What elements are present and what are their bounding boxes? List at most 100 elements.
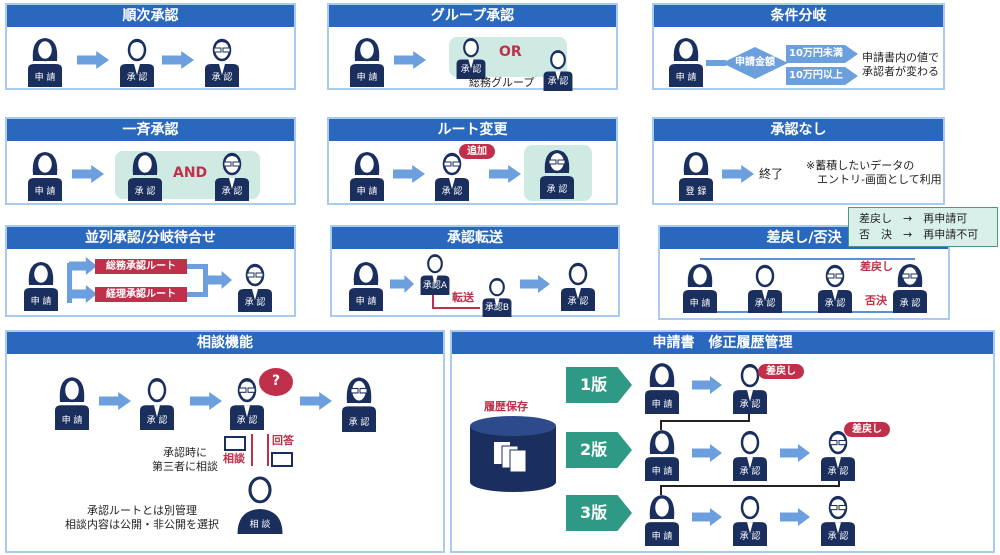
panel-history: 申請書 修正履歴管理 履歴保存 1版 2版 3版 申 請 承 認 差戻し 申 請…	[450, 330, 995, 553]
approver-figure: 承 認	[454, 35, 488, 79]
arrow-icon	[190, 392, 222, 410]
arrow-icon	[390, 275, 414, 293]
mail-icon	[271, 452, 293, 467]
approver-figure: 承 認	[730, 360, 770, 414]
send-back-label: 差戻し	[860, 260, 893, 273]
applicant-figure: 申 請	[642, 492, 682, 546]
route-box-general-affairs: 総務承認ルート	[95, 259, 187, 274]
approver-a-figure: 承認A	[418, 251, 452, 295]
applicant-figure: 申 請	[666, 35, 706, 87]
reject-legend-note: 差戻し → 再申請可 否 決 → 再申請不可	[848, 207, 998, 247]
approver-figure: 承 認	[558, 259, 598, 311]
merge-line	[187, 264, 207, 269]
applicant-figure: 申 請	[680, 261, 720, 313]
or-label: OR	[499, 44, 522, 60]
send-back-line	[700, 258, 915, 260]
arrow-icon	[72, 165, 104, 183]
arrow-icon	[692, 444, 722, 462]
return-line	[660, 420, 750, 422]
branch-under: 10万円未満	[786, 45, 858, 63]
applicant-figure: 申 請	[25, 149, 65, 201]
panel-title: グループ承認	[329, 5, 616, 27]
approver-figure: 承 認	[730, 492, 770, 546]
panel-consult: 相談機能 申 請 承 認 承 認 ? 承 認 相談 回答 承認時に 第三者に相談…	[5, 330, 445, 553]
applicant-figure: 申 請	[25, 35, 65, 87]
approver-figure: 承 認	[541, 47, 575, 91]
conditional-note: 申請書内の値で 承認者が変わる	[862, 51, 939, 78]
version-1-label: 1版	[566, 367, 632, 403]
approver-figure: 承 認	[818, 427, 858, 481]
panel-route-change: ルート変更 申 請 承 認 追加 承 認	[327, 117, 618, 205]
arrow-icon	[520, 275, 550, 293]
forward-line	[432, 307, 480, 309]
arrow-icon	[489, 165, 521, 183]
no-approval-note: ※蓄積したいデータの エントリ-画面として利用	[806, 159, 942, 186]
note-reject: 否 決 → 再申請不可	[859, 228, 979, 241]
approver-figure: 承 認	[537, 147, 577, 199]
arrow-icon	[394, 51, 426, 69]
arrow-icon	[722, 165, 754, 183]
panel-title: 承認なし	[654, 119, 943, 141]
database-icon	[470, 416, 556, 492]
panel-simultaneous: 一斉承認 申 請 承 認 AND 承 認	[5, 117, 296, 205]
panel-title: 申請書 修正履歴管理	[452, 332, 993, 354]
branch-over: 10万円以上	[786, 67, 858, 85]
forward-line	[432, 295, 434, 309]
approver-figure: 承 認	[818, 492, 858, 546]
arrow-icon	[77, 51, 109, 69]
panel-group: グループ承認 申 請 承 認 OR 承 認 総務グループ	[327, 3, 618, 91]
panel-title: 条件分岐	[654, 5, 943, 27]
arrow-icon	[393, 165, 425, 183]
return-line	[660, 420, 662, 430]
approver-figure: 承 認	[212, 149, 252, 201]
panel-title: 承認転送	[332, 227, 618, 249]
arrow-icon	[780, 444, 810, 462]
approver-figure: 承 認	[745, 261, 785, 313]
arrow-icon	[692, 376, 722, 394]
forward-label: 転送	[452, 291, 474, 304]
arrow-icon	[300, 392, 332, 410]
consult-note: 承認時に 第三者に相談	[152, 446, 218, 473]
route-box-accounting: 経理承認ルート	[95, 287, 187, 302]
arrow-icon	[69, 285, 97, 303]
return-line	[660, 485, 662, 495]
version-2-label: 2版	[566, 432, 632, 468]
registrant-figure: 登 録	[676, 149, 716, 201]
consult-management-note: 承認ルートとは別管理 相談内容は公開・非公開を選択	[65, 504, 219, 531]
version-3-label: 3版	[566, 495, 632, 531]
answer-label: 回答	[272, 434, 294, 447]
applicant-figure: 申 請	[346, 259, 386, 311]
applicant-figure: 申 請	[347, 35, 387, 87]
applicant-figure: 申 請	[21, 259, 61, 311]
approver-figure: 承 認	[235, 260, 275, 312]
panel-title: 一斉承認	[7, 119, 294, 141]
consult-label: 相談	[223, 452, 245, 465]
arrow-icon	[692, 508, 722, 526]
branch-line	[67, 263, 72, 303]
answer-arrow-icon	[267, 434, 269, 466]
group-name: 総務グループ	[469, 76, 535, 89]
arrow-icon	[99, 392, 131, 410]
reject-line	[700, 311, 915, 313]
approver-figure: 承 認	[227, 374, 267, 430]
approver-figure: 承 認	[432, 149, 472, 201]
arrow-icon	[780, 508, 810, 526]
return-line	[838, 481, 840, 487]
note-send-back: 差戻し → 再申請可	[859, 212, 968, 225]
panel-no-approval: 承認なし 登 録 終了 ※蓄積したいデータの エントリ-画面として利用	[652, 117, 945, 205]
applicant-figure: 申 請	[52, 374, 92, 430]
approver-figure: 承 認	[125, 149, 165, 201]
panel-title: 順次承認	[7, 5, 294, 27]
merge-line	[187, 292, 207, 297]
mail-icon	[224, 436, 246, 451]
applicant-figure: 申 請	[642, 427, 682, 481]
end-label: 終了	[759, 167, 784, 181]
condition-diamond: 申請金額	[722, 47, 788, 79]
approver-figure: 承 認	[202, 35, 242, 87]
arrow-icon	[206, 271, 232, 289]
return-line	[660, 485, 840, 487]
arrow-icon	[162, 51, 194, 69]
merge-line	[203, 264, 208, 297]
reject-label: 否決	[865, 294, 887, 307]
connector	[706, 60, 726, 66]
